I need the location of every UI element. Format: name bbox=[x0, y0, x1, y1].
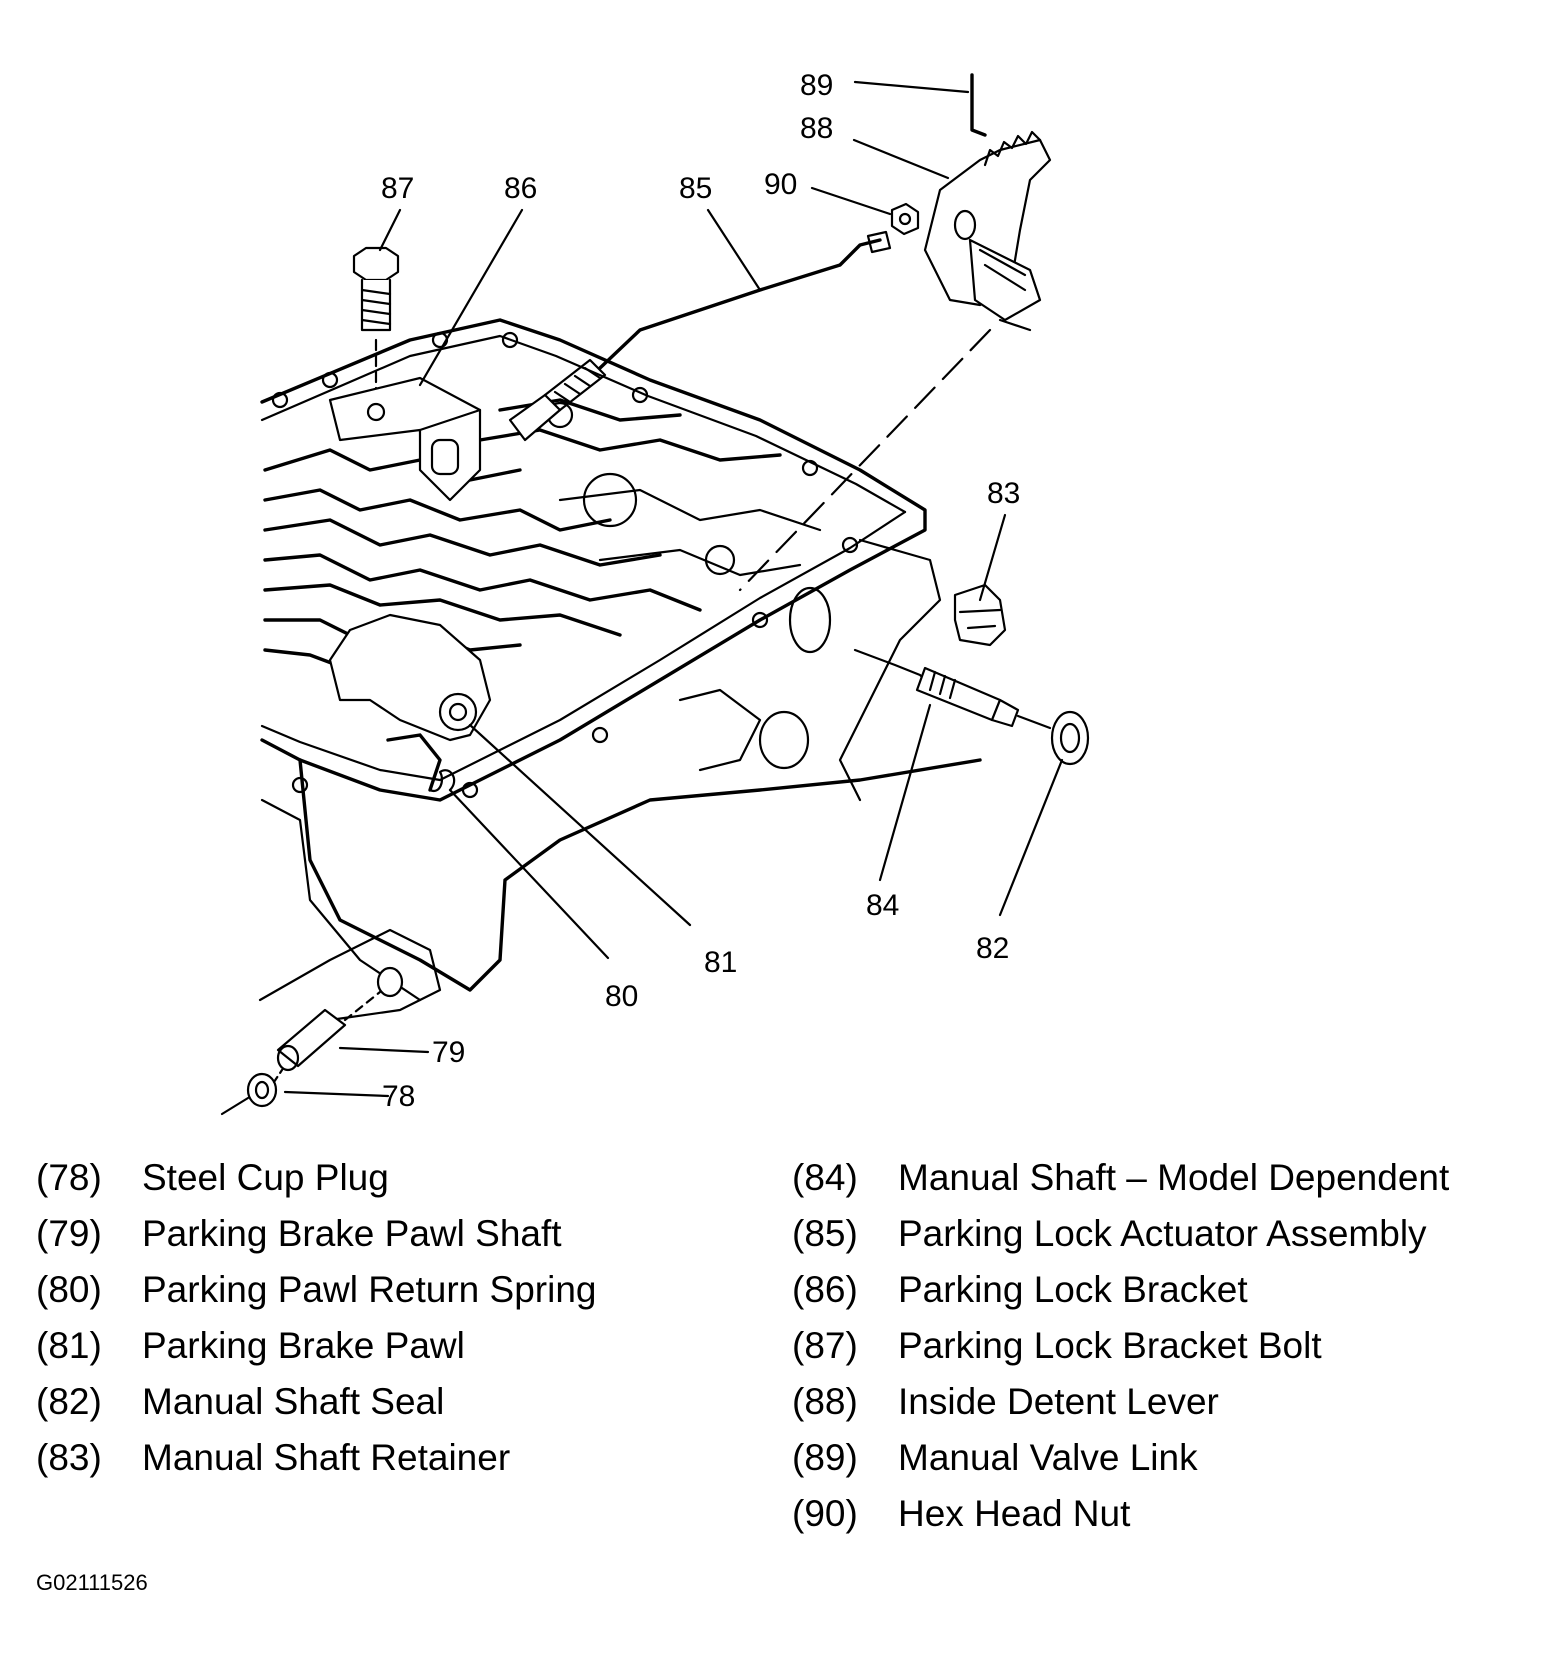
callout-80: 80 bbox=[605, 980, 638, 1013]
legend-item: (88) Inside Detent Lever bbox=[792, 1374, 1449, 1430]
legend-number: (85) bbox=[792, 1213, 858, 1254]
callout-81: 81 bbox=[704, 946, 737, 979]
transmission-case bbox=[258, 318, 982, 1022]
callout-88: 88 bbox=[800, 112, 833, 145]
legend-number: (80) bbox=[36, 1269, 102, 1310]
callout-90: 90 bbox=[764, 168, 797, 201]
legend-item: (87) Parking Lock Bracket Bolt bbox=[792, 1318, 1449, 1374]
legend-label: Manual Valve Link bbox=[898, 1437, 1198, 1478]
parking-lock-actuator-assembly bbox=[508, 230, 892, 442]
legend-item: (86) Parking Lock Bracket bbox=[792, 1262, 1449, 1318]
callout-83: 83 bbox=[987, 477, 1020, 510]
legend-number: (89) bbox=[792, 1437, 858, 1478]
manual-shaft-retainer bbox=[953, 583, 1007, 647]
parking-pawl-return-spring bbox=[386, 733, 456, 793]
legend-number: (79) bbox=[36, 1213, 102, 1254]
parking-lock-bracket bbox=[328, 376, 482, 502]
callout-84: 84 bbox=[866, 889, 899, 922]
legend-number: (84) bbox=[792, 1157, 858, 1198]
legend-item: (83) Manual Shaft Retainer bbox=[36, 1430, 597, 1486]
legend-item: (84) Manual Shaft – Model Dependent bbox=[792, 1150, 1449, 1206]
inside-detent-lever bbox=[923, 130, 1052, 332]
callout-labels: 89 88 87 86 85 90 83 84 82 81 80 79 78 bbox=[381, 69, 1020, 1113]
legend-item: (79) Parking Brake Pawl Shaft bbox=[36, 1206, 597, 1262]
legend-number: (86) bbox=[792, 1269, 858, 1310]
legend-number: (81) bbox=[36, 1325, 102, 1366]
legend-item: (80) Parking Pawl Return Spring bbox=[36, 1262, 597, 1318]
legend-number: (90) bbox=[792, 1493, 858, 1534]
legend-number: (83) bbox=[36, 1437, 102, 1478]
legend-column-left: (78) Steel Cup Plug (79) Parking Brake Paw… bbox=[36, 1150, 597, 1486]
legend-label: Parking Lock Actuator Assembly bbox=[898, 1213, 1427, 1254]
exploded-parts-diagram: 89 88 87 86 85 90 83 84 82 81 80 79 78 bbox=[220, 69, 1090, 1116]
parts-legend: (78) Steel Cup Plug (79) Parking Brake Paw… bbox=[0, 1150, 1555, 1570]
leader-lines bbox=[283, 80, 1064, 1098]
callout-82: 82 bbox=[976, 932, 1009, 965]
parking-brake-pawl bbox=[328, 613, 492, 742]
figure-id: G02111526 bbox=[36, 1570, 148, 1595]
legend-number: (78) bbox=[36, 1157, 102, 1198]
legend-number: (87) bbox=[792, 1325, 858, 1366]
legend-item: (78) Steel Cup Plug bbox=[36, 1150, 597, 1206]
callout-89: 89 bbox=[800, 69, 833, 102]
legend-label: Manual Shaft – Model Dependent bbox=[898, 1157, 1450, 1198]
callout-79: 79 bbox=[432, 1036, 465, 1069]
legend-number: (82) bbox=[36, 1381, 102, 1422]
callout-86: 86 bbox=[504, 172, 537, 205]
legend-label: Manual Shaft Retainer bbox=[142, 1437, 511, 1478]
assembly-line bbox=[738, 328, 992, 592]
legend-column-right: (84) Manual Shaft – Model Dependent (85) P… bbox=[792, 1150, 1449, 1542]
legend-label: Parking Lock Bracket Bolt bbox=[898, 1325, 1322, 1366]
hex-head-nut bbox=[890, 202, 920, 236]
legend-label: Parking Brake Pawl Shaft bbox=[142, 1213, 562, 1254]
callout-85: 85 bbox=[679, 172, 712, 205]
legend-label: Parking Lock Bracket bbox=[898, 1269, 1248, 1310]
legend-item: (89) Manual Valve Link bbox=[792, 1430, 1449, 1486]
parking-brake-pawl-shaft bbox=[276, 966, 404, 1072]
valve-body-channels bbox=[263, 398, 822, 672]
callout-87: 87 bbox=[381, 172, 414, 205]
legend-label: Manual Shaft Seal bbox=[142, 1381, 445, 1422]
legend-item: (90) Hex Head Nut bbox=[792, 1486, 1449, 1542]
manual-shaft bbox=[853, 648, 1020, 728]
legend-label: Inside Detent Lever bbox=[898, 1381, 1219, 1422]
manual-shaft-seal bbox=[1016, 710, 1090, 766]
steel-cup-plug bbox=[220, 1068, 284, 1116]
legend-label: Steel Cup Plug bbox=[142, 1157, 389, 1198]
parking-lock-bracket-bolt bbox=[352, 246, 400, 402]
legend-item: (85) Parking Lock Actuator Assembly bbox=[792, 1206, 1449, 1262]
legend-item: (81) Parking Brake Pawl bbox=[36, 1318, 597, 1374]
legend-number: (88) bbox=[792, 1381, 858, 1422]
legend-label: Parking Brake Pawl bbox=[142, 1325, 465, 1366]
case-bolt-holes bbox=[271, 331, 859, 799]
manual-valve-link bbox=[970, 73, 987, 137]
legend-item: (82) Manual Shaft Seal bbox=[36, 1374, 597, 1430]
legend-label: Parking Pawl Return Spring bbox=[142, 1269, 597, 1310]
legend-label: Hex Head Nut bbox=[898, 1493, 1131, 1534]
callout-78: 78 bbox=[382, 1080, 415, 1113]
